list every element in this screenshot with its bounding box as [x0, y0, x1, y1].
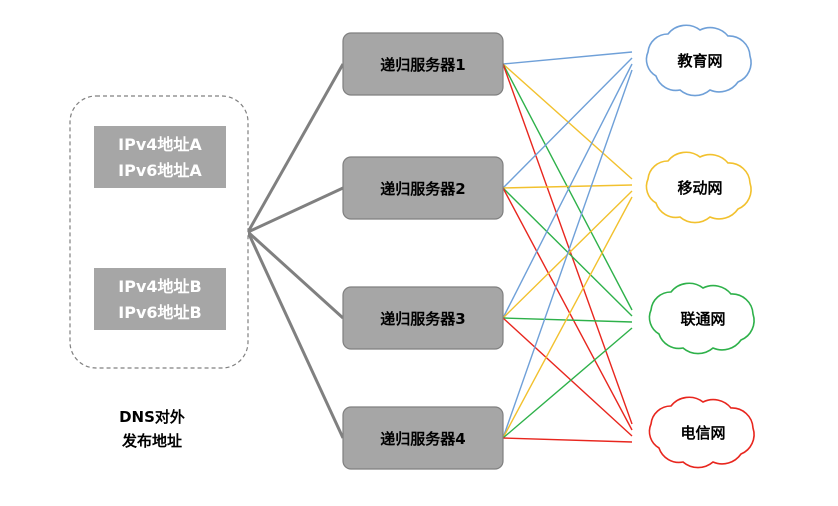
network-cloud-2: 移动网	[645, 151, 752, 224]
link-server2-net1	[502, 57, 633, 189]
link-server1-net2	[502, 63, 633, 180]
server-box	[342, 32, 504, 96]
network-cloud-4: 电信网	[648, 396, 755, 469]
network-label: 联通网	[680, 310, 725, 328]
server-nodes: 递归服务器1 递归服务器2 递归服务器3 递归服务器4	[342, 32, 504, 470]
server-node-2: 递归服务器2	[342, 156, 504, 220]
trunk-line-4	[246, 231, 345, 439]
address-box-a-bg	[94, 126, 226, 188]
address-box-a: IPv4地址A IPv6地址A	[94, 126, 226, 188]
address-b-ipv6: IPv6地址B	[118, 303, 201, 322]
trunk-line-1	[246, 63, 345, 233]
link-server2-net4	[502, 187, 633, 431]
cloud-shape	[648, 282, 755, 355]
address-a-ipv4: IPv4地址A	[118, 135, 202, 154]
server-label: 递归服务器1	[380, 56, 465, 74]
server-label: 递归服务器2	[380, 180, 465, 198]
link-server4-net3	[502, 327, 633, 439]
server-box	[342, 406, 504, 470]
mesh-lines	[502, 51, 633, 443]
link-server2-net2	[502, 184, 633, 189]
server-box	[342, 286, 504, 350]
link-server1-net4	[502, 63, 633, 425]
server-label: 递归服务器3	[380, 310, 465, 328]
link-server1-net1	[502, 51, 633, 65]
server-node-3: 递归服务器3	[342, 286, 504, 350]
cloud-shape	[645, 24, 752, 97]
address-b-ipv4: IPv4地址B	[118, 277, 201, 296]
link-server3-net3	[502, 317, 633, 323]
cloud-shape	[645, 151, 752, 224]
server-label: 递归服务器4	[380, 430, 465, 448]
link-server4-net4	[502, 437, 633, 443]
network-cloud-3: 联通网	[648, 282, 755, 355]
server-box	[342, 156, 504, 220]
trunk-line-2	[247, 186, 344, 234]
cloud-shape	[648, 396, 755, 469]
dns-address-group: IPv4地址A IPv6地址A IPv4地址B IPv6地址B	[69, 95, 249, 369]
dns-caption-line-1: DNS对外	[119, 408, 185, 426]
network-label: 移动网	[677, 179, 722, 197]
address-box-b-bg	[94, 268, 226, 330]
dns-caption-line-2: 发布地址	[121, 432, 182, 450]
network-cloud-1: 教育网	[645, 24, 752, 97]
address-box-b: IPv4地址B IPv6地址B	[94, 268, 226, 330]
link-server3-net4	[502, 317, 633, 437]
link-server4-net1	[502, 69, 633, 439]
network-label: 教育网	[676, 52, 722, 70]
server-node-1: 递归服务器1	[342, 32, 504, 96]
network-label: 电信网	[680, 424, 725, 442]
link-server4-net2	[502, 196, 633, 439]
address-a-ipv6: IPv6地址A	[118, 161, 202, 180]
link-server3-net1	[502, 63, 633, 319]
trunk-lines	[246, 63, 345, 439]
server-node-4: 递归服务器4	[342, 406, 504, 470]
trunk-line-3	[246, 230, 345, 320]
